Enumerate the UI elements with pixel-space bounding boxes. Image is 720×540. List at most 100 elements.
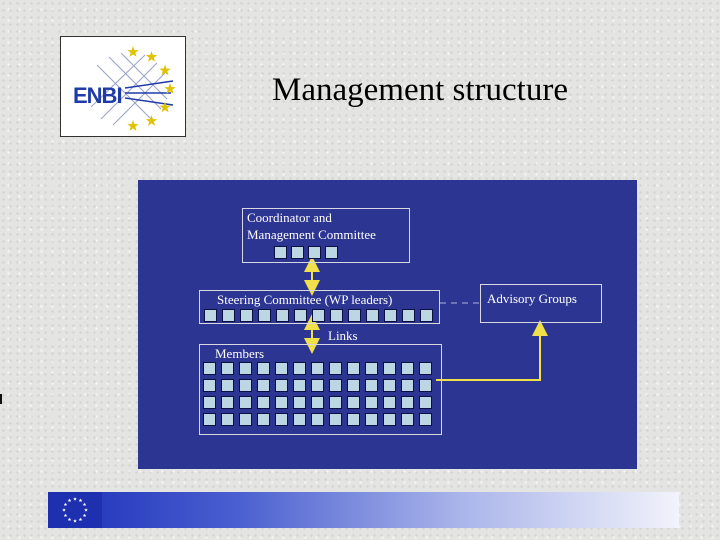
logo-star: [145, 51, 158, 62]
member-cell: [293, 362, 306, 375]
member-cell: [221, 379, 234, 392]
member-cell: [325, 246, 338, 259]
member-cell: [293, 379, 306, 392]
member-cell: [311, 396, 324, 409]
member-cell: [294, 309, 307, 322]
member-cell: [257, 362, 270, 375]
coordinator-label-line2: Management Committee: [247, 227, 376, 242]
member-cell: [365, 362, 378, 375]
flag-star: [67, 517, 72, 522]
logo-star: [145, 115, 158, 126]
member-cell: [276, 309, 289, 322]
member-cell: [203, 413, 216, 426]
member-cell: [329, 413, 342, 426]
member-cell: [239, 362, 252, 375]
coordinator-label-line1: Coordinator and: [247, 210, 332, 225]
members-node: [199, 344, 442, 435]
member-cell: [257, 379, 270, 392]
member-cell: [383, 362, 396, 375]
edge-mark: [0, 394, 2, 404]
member-cell: [311, 379, 324, 392]
member-cell: [401, 413, 414, 426]
logo-star: [159, 101, 171, 113]
member-cell: [221, 396, 234, 409]
logo-wordmark: ENBI: [73, 83, 122, 108]
advisory-groups-label: Advisory Groups: [487, 291, 577, 306]
member-cell: [329, 362, 342, 375]
member-cell: [401, 396, 414, 409]
member-cell: [383, 413, 396, 426]
member-cell: [240, 309, 253, 322]
member-cell: [203, 396, 216, 409]
member-cell: [239, 379, 252, 392]
logo-star-ring: [127, 46, 176, 131]
steering-committee-label: Steering Committee (WP leaders): [217, 292, 393, 307]
member-cell: [274, 246, 287, 259]
member-cell: [257, 413, 270, 426]
member-cell: [291, 246, 304, 259]
page-title: Management structure: [272, 72, 568, 108]
flag-star: [82, 502, 87, 507]
member-cell: [329, 379, 342, 392]
member-cell: [239, 413, 252, 426]
member-cell: [419, 413, 432, 426]
member-cell: [419, 396, 432, 409]
eu-flag-icon: [48, 492, 102, 528]
member-cell: [293, 413, 306, 426]
member-cell: [330, 309, 343, 322]
member-cell: [257, 396, 270, 409]
member-cell: [383, 396, 396, 409]
member-cell: [402, 309, 415, 322]
links-label: Links: [328, 328, 358, 343]
connector-layer: [304, 256, 548, 381]
member-cell: [203, 362, 216, 375]
member-cell: [221, 362, 234, 375]
member-cell: [221, 413, 234, 426]
member-cell: [275, 379, 288, 392]
logo-crosshatch: [90, 52, 174, 126]
member-cell: [347, 379, 360, 392]
member-cell: [329, 396, 342, 409]
member-cell: [419, 362, 432, 375]
diagram-panel: Coordinator and Management Committee Ste…: [138, 180, 637, 469]
advisory-groups-node: Advisory Groups: [480, 284, 602, 323]
member-cell: [204, 309, 217, 322]
member-cell: [347, 396, 360, 409]
member-cell: [419, 379, 432, 392]
flag-star: [73, 497, 77, 501]
flag-star: [84, 508, 88, 512]
flag-star: [63, 513, 68, 518]
member-cell: [222, 309, 235, 322]
member-cell: [203, 379, 216, 392]
member-cell: [311, 413, 324, 426]
member-cell: [239, 396, 252, 409]
eu-flag-stars: [62, 497, 88, 523]
member-cell: [420, 309, 433, 322]
member-cell: [365, 379, 378, 392]
flag-star: [78, 498, 83, 503]
members-label: Members: [215, 346, 265, 361]
flag-star: [67, 498, 72, 503]
enbi-logo-graphic: ENBI: [73, 46, 176, 131]
members-advisory-arrow: [436, 320, 548, 381]
flag-star: [63, 502, 68, 507]
member-cell: [401, 362, 414, 375]
member-cell: [347, 413, 360, 426]
member-cell: [308, 246, 321, 259]
flag-star: [78, 517, 83, 522]
enbi-logo: ENBI: [60, 36, 186, 137]
member-cell: [365, 413, 378, 426]
logo-star: [159, 64, 171, 76]
member-cell: [348, 309, 361, 322]
flag-star: [62, 508, 66, 512]
logo-star: [127, 46, 139, 57]
member-cell: [365, 396, 378, 409]
member-cell: [275, 413, 288, 426]
member-cell: [311, 362, 324, 375]
flag-star: [73, 519, 77, 523]
logo-star: [127, 120, 139, 131]
member-cell: [384, 309, 397, 322]
member-cell: [275, 396, 288, 409]
member-cell: [312, 309, 325, 322]
footer-bar: [48, 492, 679, 528]
